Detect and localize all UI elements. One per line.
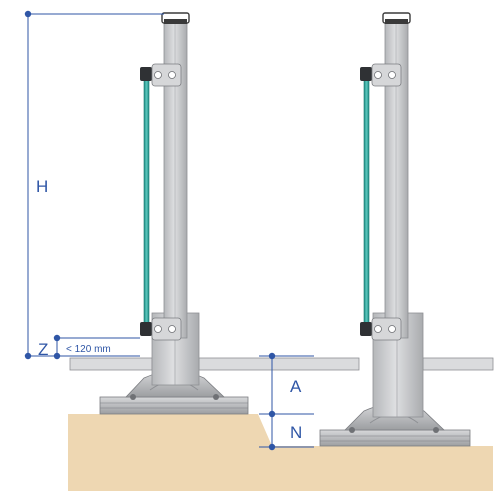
dimension-markers [24, 10, 276, 451]
anchor-bolt-left-2 [213, 394, 219, 400]
railing-assembly-right [319, 12, 471, 447]
glass-clamp-upper-left [140, 67, 152, 81]
railing-assembly-left [99, 12, 249, 415]
glass-clamp-lower-right [360, 322, 372, 336]
anchor-bolt-left-1 [130, 394, 136, 400]
anchor-bolt-right-2 [433, 427, 439, 433]
floor-finish-left [69, 357, 153, 371]
anchor-bolt-right-1 [349, 427, 355, 433]
surface-label: A [290, 377, 302, 396]
glass-clamp-lower-left [140, 322, 152, 336]
gap-note: < 120 mm [66, 344, 111, 355]
ground-soil [68, 414, 493, 491]
glass-panel-left [143, 73, 150, 332]
height-label: H [36, 177, 48, 196]
glass-panel-right [363, 73, 370, 332]
floor-finish-middle [198, 357, 360, 371]
embed-label: N [290, 423, 302, 442]
floor-finish-right [422, 357, 494, 371]
base-channel-left [99, 396, 249, 415]
glass-clamp-upper-right [360, 67, 372, 81]
gap-label: Z [38, 340, 48, 359]
base-channel-right [319, 429, 471, 447]
